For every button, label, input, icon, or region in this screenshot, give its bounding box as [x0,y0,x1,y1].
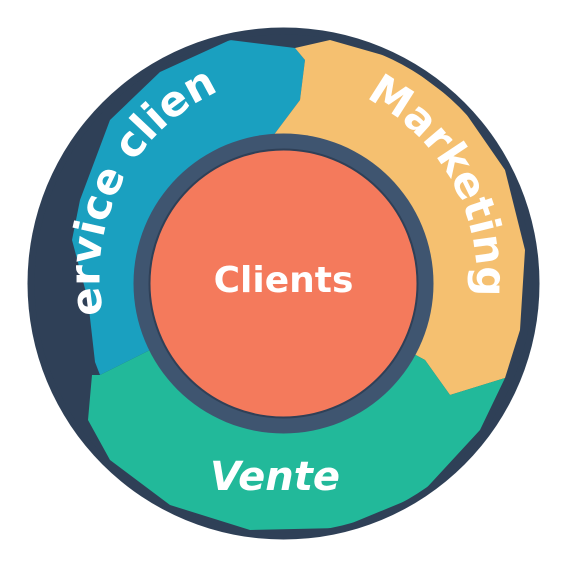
center-label: Clients [214,260,354,301]
center-circle [148,148,419,419]
vente-label: Vente [210,454,340,500]
outer-edge-stroke [28,28,539,539]
